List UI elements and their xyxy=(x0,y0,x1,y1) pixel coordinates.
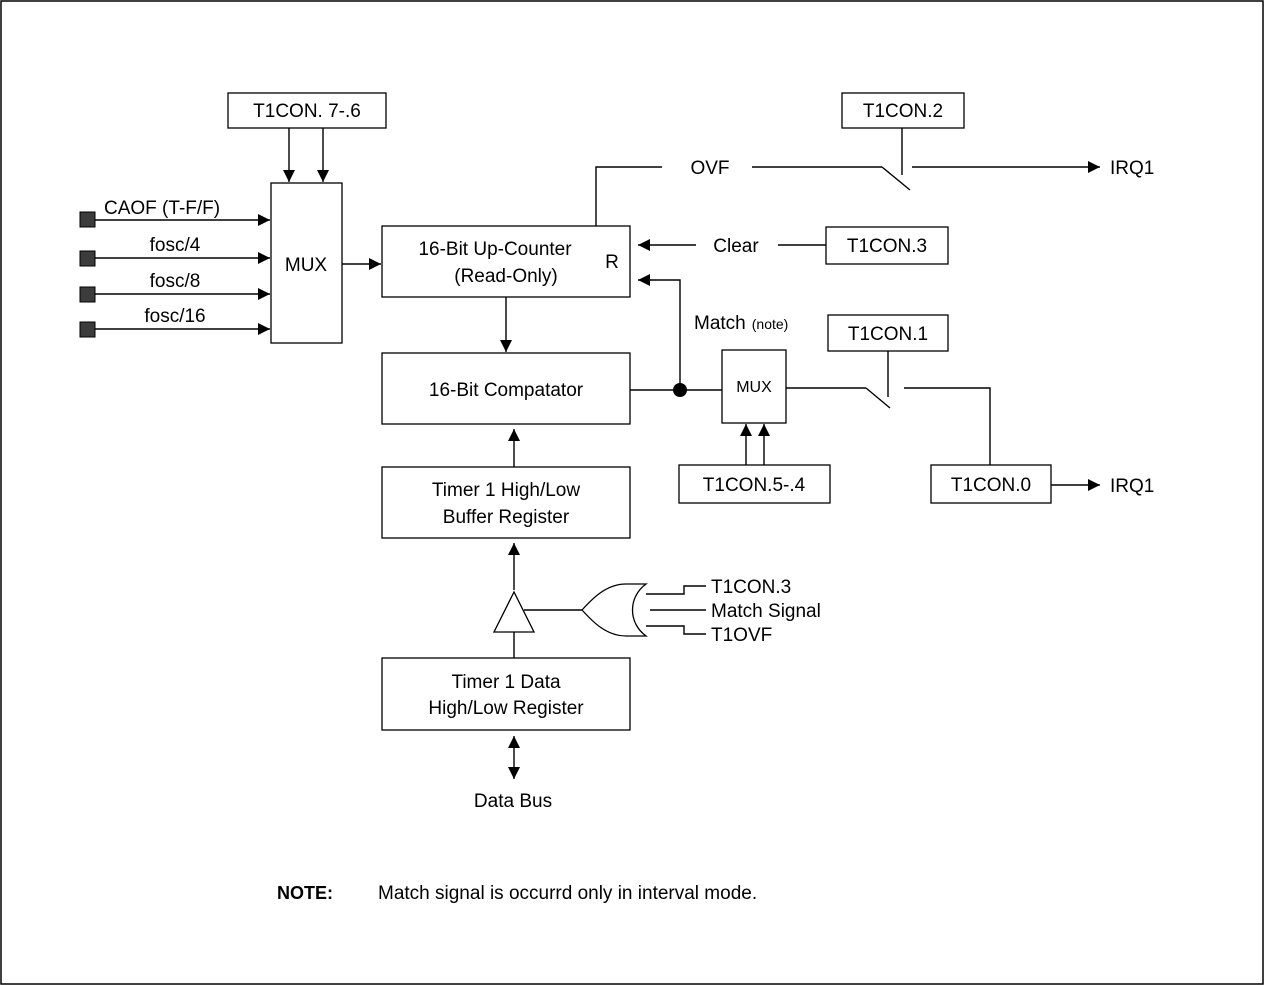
clear-label: Clear xyxy=(713,236,759,257)
pin-fosc4 xyxy=(79,250,96,267)
up-counter-label-1: 16-Bit Up-Counter xyxy=(418,239,572,260)
t1con-2-register: T1CON.2 xyxy=(841,92,965,129)
tristate-buffer-icon xyxy=(492,590,536,633)
t1con-3-register: T1CON.3 xyxy=(825,226,949,265)
or-input-1-wire xyxy=(646,585,706,595)
clock-mux: MUX xyxy=(270,182,343,344)
t1con-3-label: T1CON.3 xyxy=(847,236,927,257)
t1con-0-register: T1CON.0 xyxy=(930,464,1052,504)
t1con-1-register: T1CON.1 xyxy=(827,314,949,352)
or-input-match-signal-label: Match Signal xyxy=(711,601,821,622)
data-register: Timer 1 Data High/Low Register xyxy=(381,657,631,731)
t1con-7-6-label: T1CON. 7-.6 xyxy=(253,101,361,122)
or-gate-icon xyxy=(581,583,649,637)
pin-caof xyxy=(79,211,96,228)
ovf-wire-left xyxy=(595,166,662,226)
ovf-label: OVF xyxy=(690,158,729,179)
up-counter: 16-Bit Up-Counter (Read-Only) R xyxy=(381,225,631,298)
input-caof-label: CAOF (T-F/F) xyxy=(104,198,220,219)
t1con-2-label: T1CON.2 xyxy=(863,101,943,122)
buffer-register-label-1: Timer 1 High/Low xyxy=(432,480,580,501)
ovf-switch xyxy=(881,166,911,191)
t1con-5-4-label: T1CON.5-.4 xyxy=(703,475,806,496)
or-input-t1ovf-label: T1OVF xyxy=(711,625,772,646)
match-mux-label: MUX xyxy=(736,379,772,396)
t1con-5-4-register: T1CON.5-.4 xyxy=(678,464,831,504)
note-label: NOTE: xyxy=(277,883,333,903)
counter-reset-pin-label: R xyxy=(605,252,619,273)
clock-mux-label: MUX xyxy=(285,255,328,276)
pin-fosc16 xyxy=(79,321,96,338)
input-fosc4-label: fosc/4 xyxy=(150,235,201,256)
irq1-bottom-label: IRQ1 xyxy=(1110,476,1154,497)
t1con-1-label: T1CON.1 xyxy=(848,324,928,345)
buffer-register-label-2: Buffer Register xyxy=(443,507,570,528)
input-fosc8-label: fosc/8 xyxy=(150,271,201,292)
input-fosc16-label: fosc/16 xyxy=(144,306,205,327)
up-counter-label-2: (Read-Only) xyxy=(454,266,557,287)
match-label: Match(note) xyxy=(694,313,788,334)
switch-to-t1con0-wire xyxy=(904,387,991,465)
note-text: Match signal is occurrd only in interval… xyxy=(378,883,757,904)
irq1-top-label: IRQ1 xyxy=(1110,158,1154,179)
buffer-register: Timer 1 High/Low Buffer Register xyxy=(381,466,631,539)
data-bus-label: Data Bus xyxy=(474,791,552,812)
data-register-label-2: High/Low Register xyxy=(428,698,584,719)
match-mux: MUX xyxy=(721,349,787,424)
pin-fosc8 xyxy=(79,286,96,303)
comparator: 16-Bit Compatator xyxy=(381,352,631,425)
clock-inputs: CAOF (T-F/F) fosc/4 fosc/8 fosc/16 xyxy=(79,198,270,338)
or-input-t1con3-label: T1CON.3 xyxy=(711,577,791,598)
data-register-label-1: Timer 1 Data xyxy=(451,672,561,693)
match-switch xyxy=(865,387,891,409)
t1con-7-6-register: T1CON. 7-.6 xyxy=(227,92,387,129)
match-to-reset-arrow xyxy=(638,274,681,390)
or-input-3-wire xyxy=(646,625,706,635)
junction-dot xyxy=(673,383,687,397)
t1con-0-label: T1CON.0 xyxy=(951,475,1031,496)
comparator-label: 16-Bit Compatator xyxy=(429,380,584,401)
